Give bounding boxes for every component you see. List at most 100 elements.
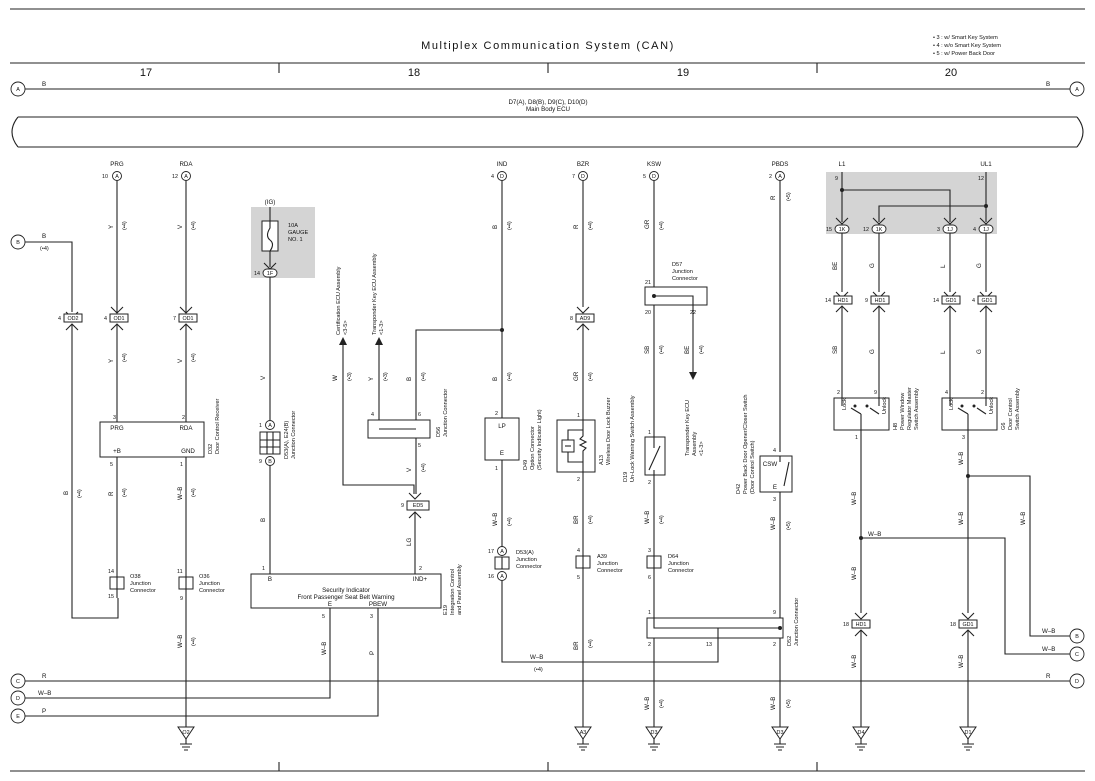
bus-a-color-right: B	[1046, 81, 1050, 88]
ref-b-right-color: W–B	[1042, 628, 1055, 635]
d53a-pin	[265, 420, 275, 430]
d57-bridge	[654, 295, 694, 305]
g6-name: Door Control	[1008, 398, 1014, 430]
d56-name: Junction Connector	[443, 389, 449, 437]
svg-text:3: 3	[937, 227, 940, 233]
svg-text:D: D	[581, 174, 585, 180]
g6-name2: Switch Assembly	[1015, 388, 1021, 430]
d52-label: D52	[787, 636, 793, 646]
pin: 14	[108, 569, 114, 575]
arrow	[576, 306, 590, 314]
g6-label: G6	[1001, 423, 1007, 430]
1j-connector-4: 1J 4	[973, 224, 994, 234]
note-power-back-door: • 5 : w/ Power Back Door	[933, 51, 995, 57]
e19-name2: and Panel Assembly	[457, 564, 463, 615]
wire-note: (•3)	[383, 372, 389, 381]
wire-color: Y	[108, 225, 115, 229]
pin: 4	[773, 448, 776, 454]
wire-note: (•4)	[191, 637, 197, 646]
ref-d-left	[10, 690, 26, 706]
gd1-connector-18: GD1 18	[950, 619, 978, 629]
od1-connector-rda	[178, 313, 198, 323]
g6-door-control-switch	[941, 397, 998, 431]
gd1-connector-4: GD1 4	[972, 295, 997, 305]
wire-color: BR	[573, 515, 580, 524]
arrow	[408, 492, 422, 500]
od2-connector	[63, 313, 83, 323]
splice	[984, 204, 988, 208]
d53a-top-pin	[497, 546, 507, 556]
svg-text:D: D	[652, 174, 656, 180]
ed5-code: ED5	[413, 503, 424, 509]
wire-d53a-d52	[501, 581, 719, 663]
bus-a-color-left: B	[42, 81, 46, 88]
svg-text:D4: D4	[858, 730, 865, 736]
wire-color: LG	[406, 538, 413, 546]
svg-text:1J: 1J	[983, 227, 989, 233]
wire-note: (•5)	[786, 521, 792, 530]
wire-rda-lower	[179, 323, 193, 422]
svg-text:9: 9	[865, 298, 868, 304]
d49-option-connector	[484, 417, 520, 461]
svg-text:7: 7	[572, 174, 575, 180]
wire-e19-e	[25, 608, 379, 717]
pin: 1	[495, 466, 498, 472]
wire-color: W–B	[492, 513, 499, 526]
od2-code: OD2	[67, 316, 78, 322]
column-17: 17	[140, 67, 152, 79]
column-18: 18	[408, 67, 420, 79]
pin: 3	[648, 548, 651, 554]
wire-h8-ref-c	[861, 537, 1070, 655]
svg-text:GD1: GD1	[945, 298, 956, 304]
hd1-connector-9: HD1 9	[865, 295, 890, 305]
fuse-rating: 10A	[288, 223, 298, 229]
wire-note: (•4)	[421, 463, 427, 472]
ref-a-right	[1069, 81, 1085, 97]
pin: 9	[401, 503, 404, 509]
od1-pin: 7	[173, 316, 176, 322]
pin: 4	[371, 412, 374, 418]
svg-text:D3: D3	[777, 730, 784, 736]
pin: 21	[645, 280, 651, 286]
cert-ecu-note: <3-5>	[343, 320, 349, 335]
trans-ecu-label: Transponder Key ECU Assembly	[372, 253, 378, 335]
d49-name2: (Security Indicator Light)	[537, 409, 543, 470]
note-smart-key: • 3 : w/ Smart Key System	[933, 35, 998, 41]
wire-color: W–B	[530, 654, 543, 661]
wire-color: W–B	[851, 655, 858, 668]
d42-power-back-door-switch	[759, 455, 793, 493]
pin: 9	[773, 610, 776, 616]
svg-text:HD1: HD1	[875, 298, 886, 304]
ref-b-left-label: B	[16, 240, 20, 246]
pin: 15	[108, 594, 114, 600]
wire-prg-lower	[110, 323, 124, 422]
d19-name: Un-Lock Warning Switch Assembly	[630, 395, 636, 482]
splice	[652, 294, 656, 298]
wire-color: W–B	[177, 635, 184, 648]
ref-a-left-label: A	[16, 87, 20, 93]
d53a-label: D53(A)	[516, 550, 534, 556]
1k-connector-15: 1K 15	[826, 224, 850, 234]
ref-c-right-color: W–B	[1042, 646, 1055, 653]
wire-note: (•4)	[588, 639, 594, 648]
ecu-connectors: D7(A), D8(B), D9(C), D10(D)	[508, 99, 587, 106]
bus-c-color-right: R	[1046, 673, 1051, 680]
svg-text:BZR: BZR	[577, 161, 590, 168]
trans2-ecu-label: Transponder Key ECU	[685, 400, 691, 456]
svg-text:IND: IND	[497, 161, 508, 168]
wire-note: (•4)	[659, 221, 665, 230]
wire-h8-hd1	[854, 430, 868, 620]
wire-color: B	[260, 518, 267, 522]
svg-text:O2: O2	[182, 730, 189, 736]
wire-note: (•4)	[122, 353, 128, 362]
cert-ecu-label: Certification ECU Assembly	[336, 266, 342, 335]
ref-c-right-label: C	[1075, 652, 1079, 658]
d64-name: Junction	[668, 561, 689, 567]
main-body-ecu	[11, 116, 1084, 148]
d53a-name2: Connector	[516, 564, 542, 570]
wire-color: Y	[108, 359, 115, 363]
pin: 2	[648, 480, 651, 486]
d53-name: Junction Connector	[291, 411, 297, 459]
wire-color: GR	[644, 219, 651, 229]
wire-color: G	[976, 349, 983, 354]
